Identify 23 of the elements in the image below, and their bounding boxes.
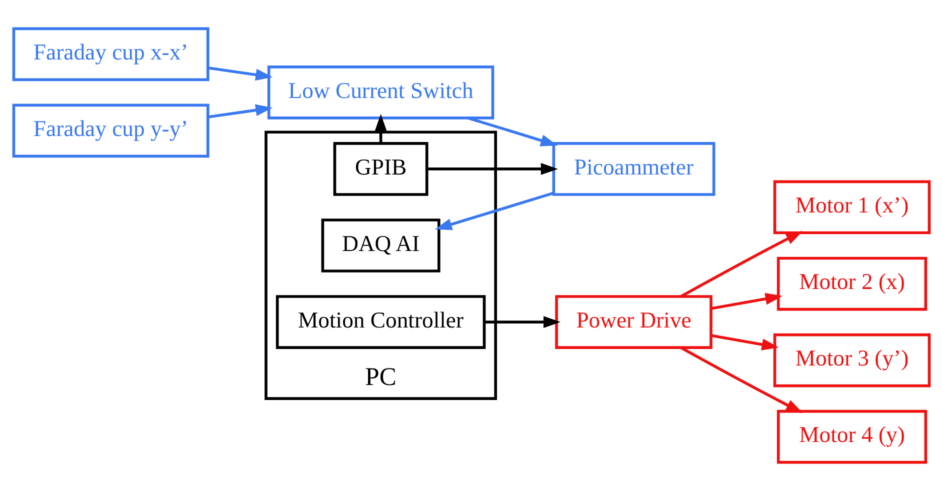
node-box: Motor 4 (y): [776, 409, 928, 464]
node-box: Faraday cup y-y’: [12, 103, 210, 158]
node-box: Motor 2 (x): [776, 256, 928, 310]
node-box: DAQ AI: [321, 218, 440, 272]
node-box: Motor 3 (y’): [773, 332, 931, 387]
arrow: [467, 116, 558, 146]
arrow: [710, 292, 782, 310]
arrow: [208, 66, 273, 80]
arrow: [426, 162, 558, 174]
node-box: Power Drive: [555, 294, 712, 348]
arrow: [680, 230, 803, 298]
node-box: Low Current Switch: [267, 65, 494, 119]
arrow: [484, 316, 561, 328]
arrow: [680, 346, 803, 413]
arrow: [434, 191, 554, 230]
arrow: [374, 113, 387, 143]
arrow: [710, 334, 779, 350]
node-box: Motor 1 (x’): [773, 180, 931, 234]
node-box: Faraday cup x-x’: [12, 26, 210, 81]
node-box: Picoammeter: [552, 142, 716, 196]
arrow: [208, 104, 273, 118]
node-box: Motion Controller: [276, 294, 486, 348]
node-box: GPIB: [333, 142, 428, 196]
